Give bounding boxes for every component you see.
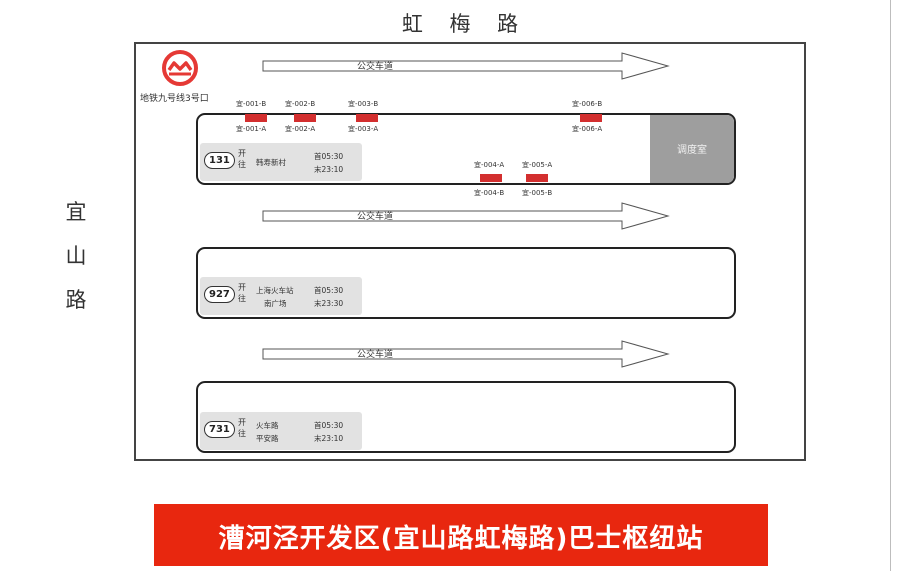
metro-exit-label: 地铁九号线3号口 bbox=[140, 94, 209, 104]
lane-arrow-icon bbox=[262, 52, 670, 80]
bus-bay bbox=[480, 174, 502, 182]
bus-lane-1: 公交车道 bbox=[262, 52, 670, 80]
route-destination: 韩寿新村 bbox=[256, 158, 286, 167]
bus-bay bbox=[245, 114, 267, 122]
bay-label: 宜-004-B bbox=[474, 189, 505, 197]
bus-bay bbox=[356, 114, 378, 122]
route-direction-label: 开往 bbox=[238, 149, 246, 169]
dispatch-room: 调度室 bbox=[650, 115, 734, 183]
route-first-bus: 首05:30 bbox=[314, 421, 344, 430]
bay-label: 宜-003-B bbox=[348, 100, 379, 108]
bay-label: 宜-002-B bbox=[285, 100, 316, 108]
route-number: 131 bbox=[204, 152, 235, 169]
lane-arrow-icon bbox=[262, 340, 670, 368]
shanghai-metro-logo-icon bbox=[160, 49, 200, 87]
route-destination: 平安路 bbox=[256, 434, 279, 443]
lane-label: 公交车道 bbox=[357, 62, 394, 72]
hub-title: 漕河泾开发区(宜山路虹梅路)巴士枢纽站 bbox=[218, 524, 704, 554]
bay-label: 宜-006-B bbox=[572, 100, 603, 108]
route-last-bus: 末23:10 bbox=[314, 434, 344, 443]
route-first-bus: 首05:30 bbox=[314, 152, 344, 161]
route-last-bus: 末23:30 bbox=[314, 299, 344, 308]
road-label-yishan: 宜 山 路 bbox=[56, 190, 96, 322]
bay-label: 宜-004-A bbox=[474, 161, 505, 169]
route-number: 731 bbox=[204, 421, 235, 438]
lane-label: 公交车道 bbox=[357, 212, 394, 222]
hub-outline bbox=[134, 42, 806, 461]
route-destination: 上海火车站 bbox=[256, 286, 294, 295]
route-sign-927: 927 开往 上海火车站 南广场 首05:30 末23:30 bbox=[200, 277, 362, 315]
road-char: 路 bbox=[65, 288, 87, 312]
route-sign-131: 131 开往 韩寿新村 首05:30 末23:10 bbox=[200, 143, 362, 181]
route-destination: 火车路 bbox=[256, 421, 279, 430]
bus-lane-3: 公交车道 bbox=[262, 340, 670, 368]
bay-label: 宜-001-B bbox=[236, 100, 267, 108]
route-number: 927 bbox=[204, 286, 235, 303]
road-char: 山 bbox=[65, 244, 87, 268]
route-destination: 南广场 bbox=[264, 299, 287, 308]
dispatch-room-label: 调度室 bbox=[677, 145, 707, 156]
bay-label: 宜-006-A bbox=[572, 125, 603, 133]
route-direction-label: 开往 bbox=[238, 283, 246, 303]
bay-label: 宜-005-B bbox=[522, 189, 553, 197]
route-direction-label: 开往 bbox=[238, 418, 246, 438]
route-first-bus: 首05:30 bbox=[314, 286, 344, 295]
hub-title-banner: 漕河泾开发区(宜山路虹梅路)巴士枢纽站 bbox=[154, 504, 768, 566]
route-last-bus: 末23:10 bbox=[314, 165, 344, 174]
lane-label: 公交车道 bbox=[357, 350, 394, 360]
route-sign-731: 731 开往 火车路 平安路 首05:30 末23:10 bbox=[200, 412, 362, 450]
lane-arrow-icon bbox=[262, 202, 670, 230]
road-char: 宜 bbox=[65, 200, 87, 224]
bus-bay bbox=[526, 174, 548, 182]
bay-label: 宜-003-A bbox=[348, 125, 379, 133]
road-label-hongmei: 虹 梅 路 bbox=[401, 12, 529, 36]
bay-label: 宜-005-A bbox=[522, 161, 553, 169]
page-edge-divider bbox=[890, 0, 891, 571]
bus-bay bbox=[580, 114, 602, 122]
bay-label: 宜-001-A bbox=[236, 125, 267, 133]
bus-lane-2: 公交车道 bbox=[262, 202, 670, 230]
bus-bay bbox=[294, 114, 316, 122]
bay-label: 宜-002-A bbox=[285, 125, 316, 133]
